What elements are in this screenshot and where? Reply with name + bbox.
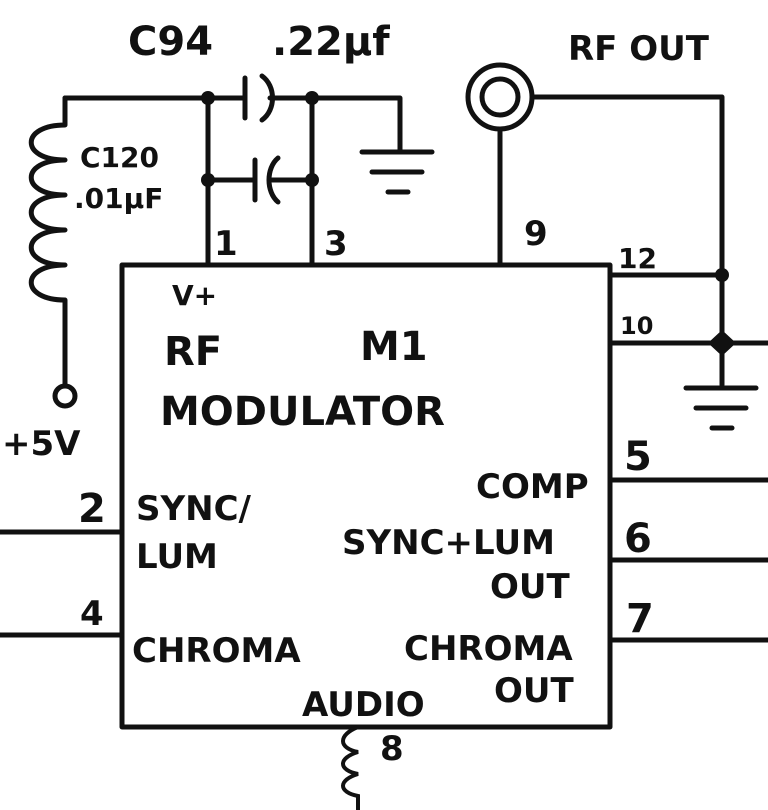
junction-dot	[201, 173, 215, 187]
audio-label: AUDIO	[302, 685, 425, 725]
c120-label: C120	[80, 141, 159, 174]
vplus-label: V+	[172, 279, 217, 312]
pin5-number: 5	[624, 434, 652, 480]
sync-lum-out-line2: OUT	[490, 567, 571, 607]
chroma-out-line1: CHROMA	[404, 629, 573, 669]
c94-right-wire	[267, 95, 403, 138]
junction-dot	[201, 91, 215, 105]
junction-dot	[715, 268, 729, 282]
rf-out-shield-wire	[529, 94, 725, 278]
rf-out-connector-inner	[479, 76, 521, 118]
sync-lum-out-line1: SYNC+LUM	[342, 523, 555, 563]
rf-out-connector-outer	[465, 62, 535, 132]
supply-terminal	[52, 383, 78, 409]
pin12-number: 12	[618, 242, 657, 275]
pin1-number: 1	[214, 224, 238, 264]
chroma-in-label: CHROMA	[132, 631, 301, 671]
pin10-number: 10	[620, 312, 653, 340]
inductor-coil	[28, 95, 68, 388]
pin8-number: 8	[380, 729, 404, 769]
chroma-out-line2: OUT	[494, 671, 575, 711]
pin6-number: 6	[624, 516, 652, 562]
junction-diamond	[708, 330, 736, 356]
ic-m1-body	[119, 262, 613, 730]
c120-right-plate	[266, 155, 281, 205]
supply-label: +5V	[2, 424, 81, 464]
ic-name-line1: RF	[164, 329, 222, 375]
c94-label: C94	[128, 19, 213, 65]
ic-id-label: M1	[360, 324, 428, 370]
comp-label: COMP	[476, 467, 589, 507]
c94-value: .22µf	[272, 19, 390, 65]
sync-lum-label-line1: SYNC/	[136, 489, 252, 529]
pin4-number: 4	[80, 594, 104, 634]
junction-dot	[305, 173, 319, 187]
pin7-number: 7	[626, 596, 654, 642]
sync-lum-label-line2: LUM	[136, 537, 218, 577]
ground-symbol-right	[683, 385, 759, 431]
pin2-number: 2	[78, 486, 106, 532]
ic-name-line2: MODULATOR	[160, 389, 445, 435]
c120-value: .01µF	[74, 182, 163, 215]
pin3-number: 3	[324, 224, 348, 264]
junction-dot	[305, 91, 319, 105]
ground-symbol-top	[359, 132, 435, 195]
audio-coil	[341, 725, 360, 810]
rf-out-label: RF OUT	[568, 29, 710, 69]
pin9-number: 9	[524, 214, 548, 254]
